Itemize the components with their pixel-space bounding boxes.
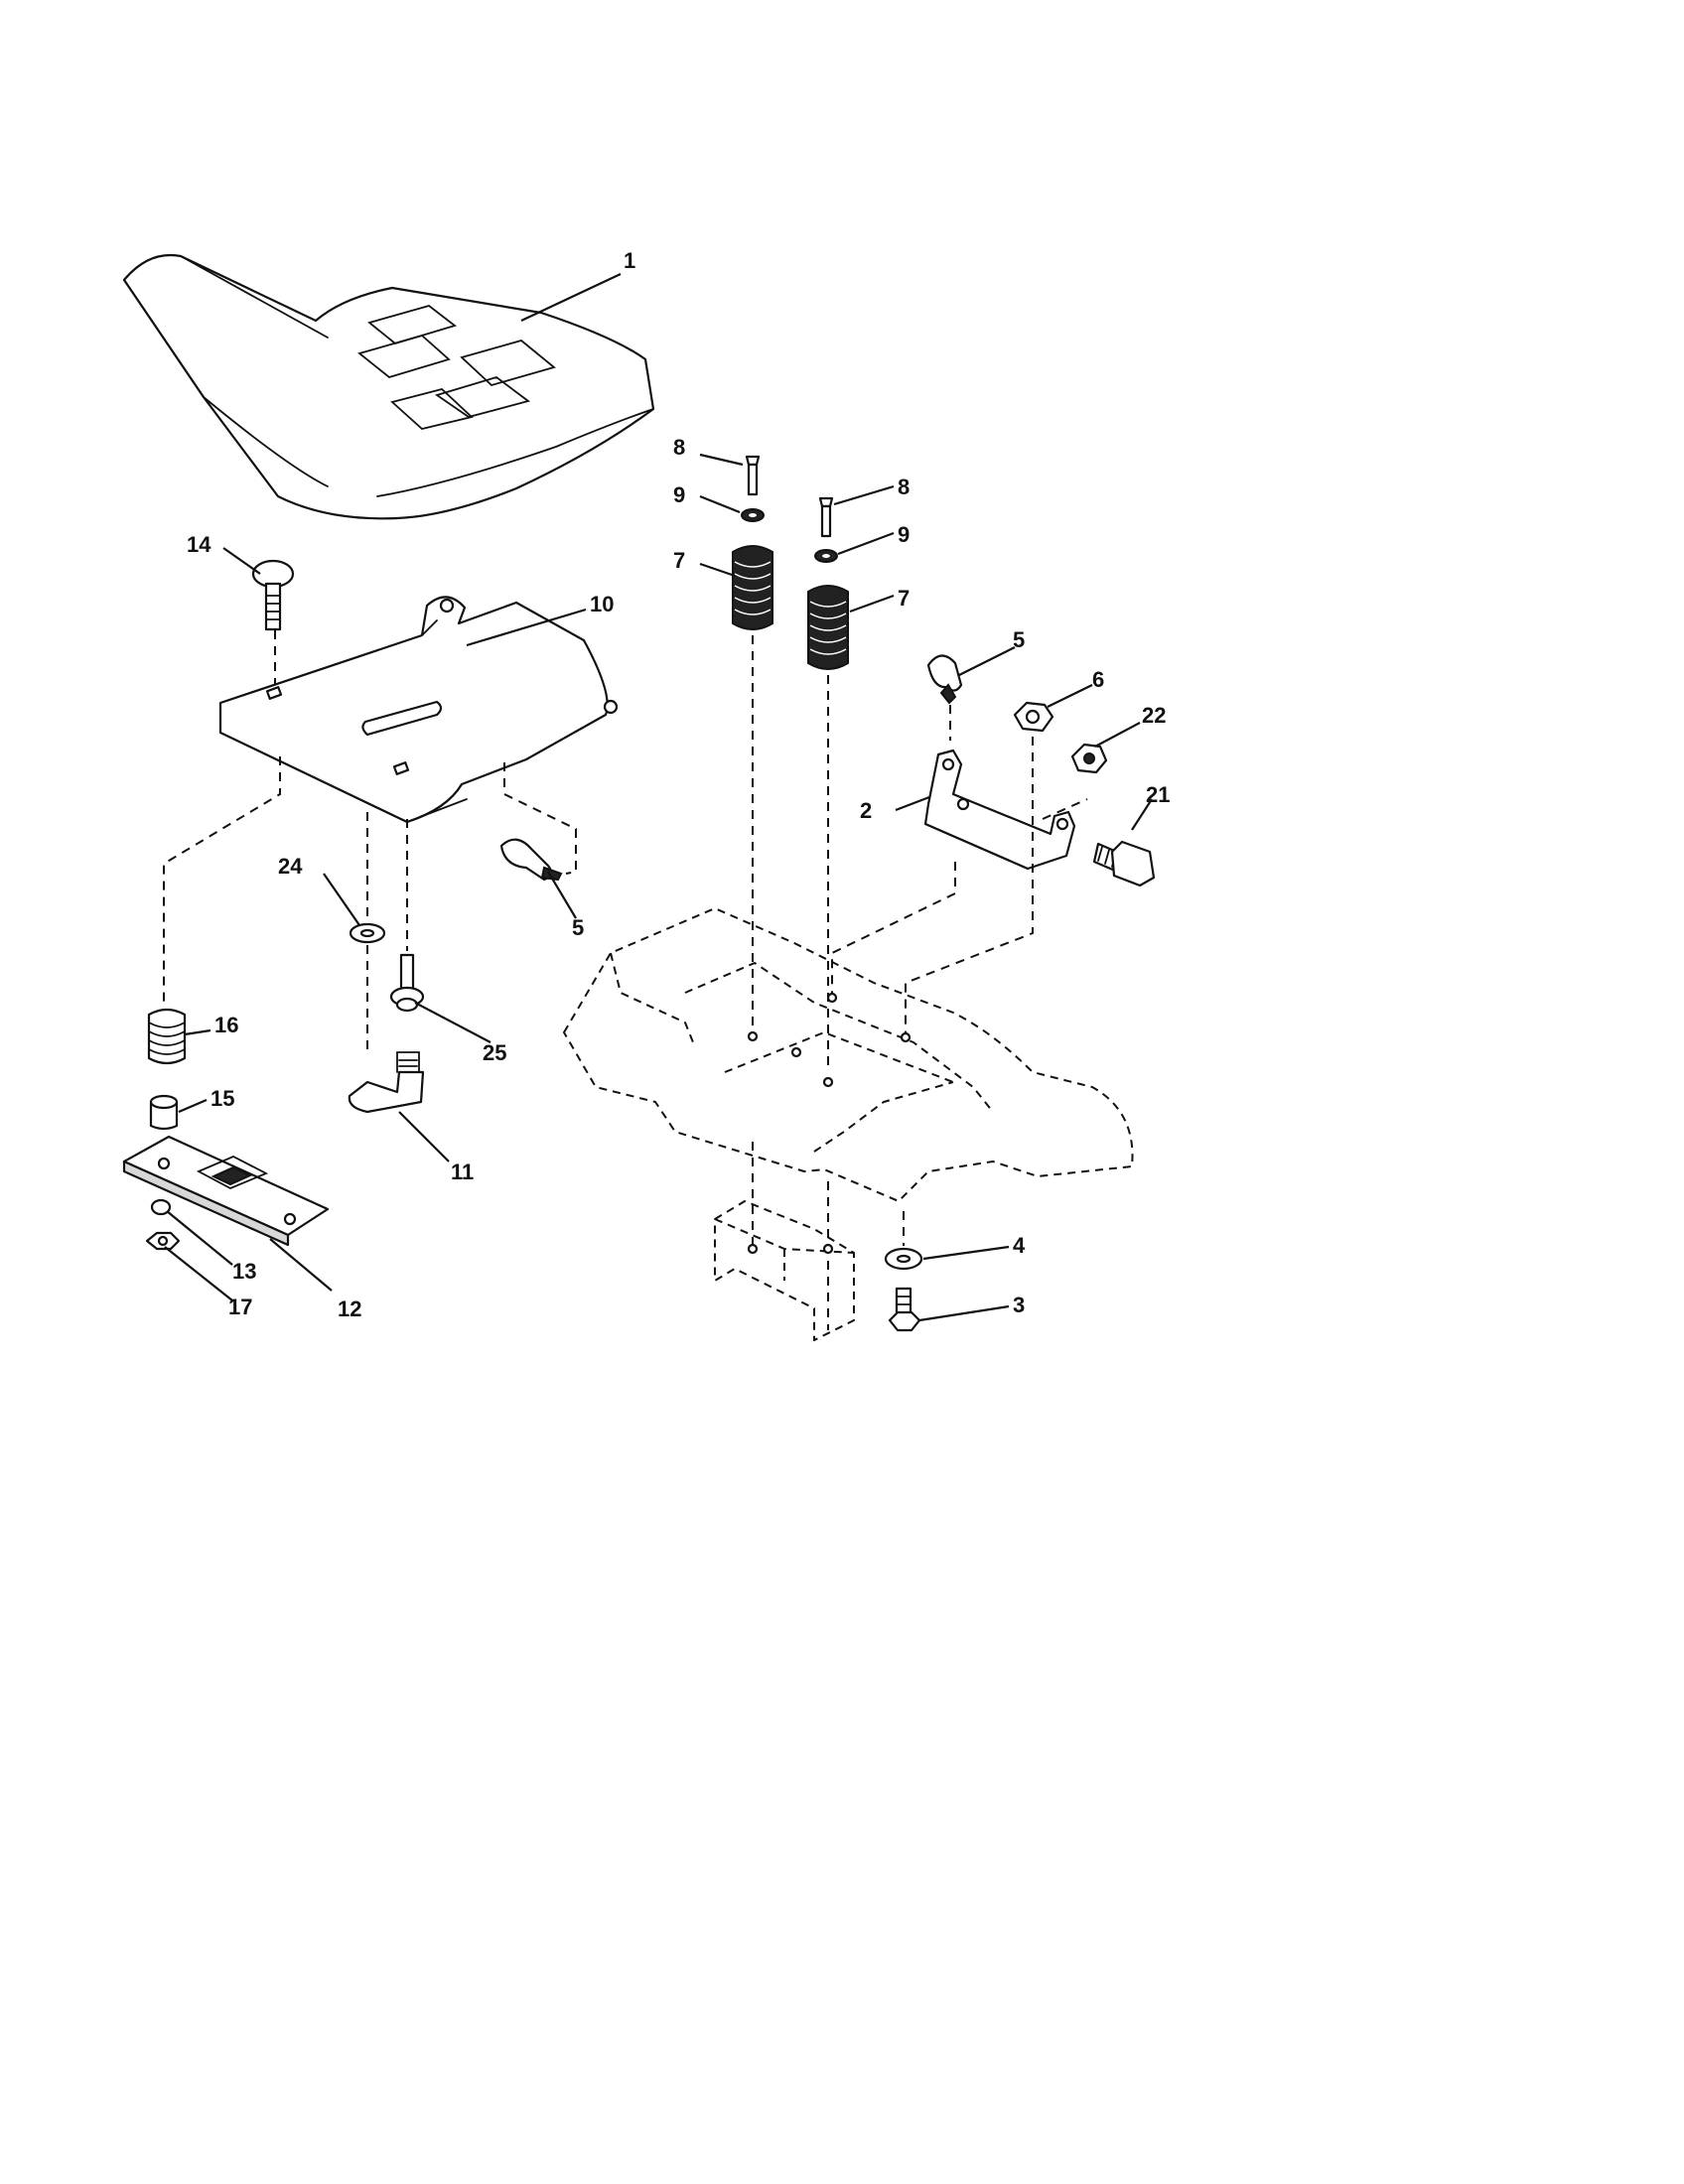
callout-8a: 8 — [673, 435, 685, 460]
washer-9a-part — [741, 508, 765, 522]
callout-14: 14 — [187, 532, 211, 557]
frame-bracket-outline — [714, 1200, 855, 1341]
nut-13-part — [150, 1198, 172, 1216]
callout-16: 16 — [214, 1013, 238, 1037]
nut-22-part — [1070, 743, 1108, 774]
clip-5-right-part — [926, 654, 963, 705]
washer-9b-part — [814, 549, 838, 563]
callout-17: 17 — [228, 1295, 252, 1319]
callout-7b: 7 — [898, 586, 910, 611]
callout-25: 25 — [483, 1040, 506, 1065]
callout-11: 11 — [451, 1160, 474, 1184]
callout-2: 2 — [860, 798, 872, 823]
callout-6: 6 — [1092, 667, 1104, 692]
spring-7b-part — [807, 585, 849, 670]
carriage-bolt-part — [251, 559, 295, 631]
bushing-15-part — [149, 1094, 179, 1131]
seat-part — [122, 254, 655, 520]
nut-17-part — [145, 1231, 181, 1251]
knob-11-part — [348, 1051, 425, 1114]
washer-24-part — [349, 922, 386, 944]
callout-22: 22 — [1142, 703, 1166, 728]
seat-pan-part — [218, 596, 619, 824]
assembly-lines — [163, 630, 1088, 1330]
callout-9b: 9 — [898, 522, 910, 547]
callout-7a: 7 — [673, 548, 685, 573]
bolt-3-part — [888, 1287, 921, 1332]
bracket-2-part — [923, 749, 1076, 871]
callout-1: 1 — [624, 248, 635, 273]
shoulder-bolt-25-part — [389, 953, 425, 1013]
callout-24: 24 — [278, 854, 303, 879]
callout-10: 10 — [590, 592, 614, 616]
callout-21: 21 — [1146, 782, 1170, 807]
bolt-21-part — [1092, 840, 1156, 887]
callout-8b: 8 — [898, 475, 910, 499]
callout-3: 3 — [1013, 1293, 1025, 1317]
callout-13: 13 — [232, 1259, 256, 1284]
spring-16-part — [147, 1008, 187, 1065]
callouts: 1 14 10 8 9 7 8 9 7 5 6 22 21 2 24 5 25 … — [187, 248, 1170, 1321]
washer-4-part — [884, 1247, 923, 1271]
screw-8b-part — [818, 496, 834, 538]
screw-8a-part — [745, 455, 761, 496]
leader-lines — [164, 273, 1153, 1322]
clip-5-left-part — [499, 838, 563, 882]
callout-5a: 5 — [572, 915, 584, 940]
fender-outline — [563, 907, 1134, 1202]
callout-4: 4 — [1013, 1233, 1026, 1258]
callout-9a: 9 — [673, 482, 685, 507]
nut-6-part — [1013, 701, 1054, 733]
callout-12: 12 — [338, 1297, 361, 1321]
callout-5b: 5 — [1013, 627, 1025, 652]
spring-7a-part — [732, 545, 773, 630]
seat-plate-12-part — [122, 1135, 330, 1247]
callout-15: 15 — [210, 1086, 234, 1111]
